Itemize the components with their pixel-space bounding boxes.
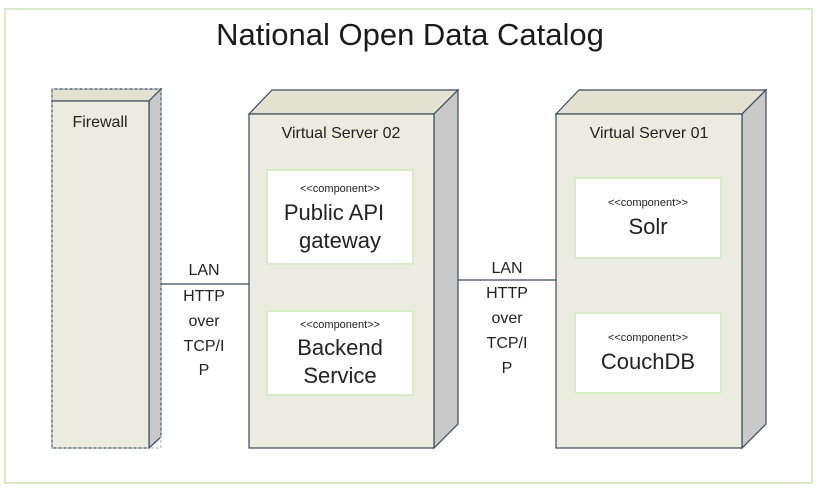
link-label-firewall-vs02: LAN HTTP over TCP/I P	[183, 262, 225, 379]
component-solr[interactable]: <<component>> Solr	[574, 177, 722, 259]
node-vs01-face	[555, 113, 743, 449]
link-label-line: P	[502, 360, 513, 377]
component-backend-service-box	[266, 310, 414, 396]
link-label-vs02-vs01: LAN HTTP over TCP/I P	[486, 260, 528, 377]
node-vs02-label: Virtual Server 02	[282, 125, 401, 142]
link-label-line: HTTP	[183, 288, 225, 305]
component-name-line: CouchDB	[601, 349, 695, 374]
node-vs01-top	[554, 89, 768, 115]
component-stereotype: <<component>>	[608, 332, 688, 344]
link-label-line: TCP/I	[184, 338, 225, 355]
component-public-api-gateway-box	[266, 169, 414, 265]
node-firewall-side	[148, 87, 162, 450]
component-backend-service[interactable]: <<component>> Backend Service	[266, 310, 414, 396]
component-name-line: Service	[303, 363, 376, 388]
node-vs02-face	[248, 113, 435, 449]
link-label-line: LAN	[491, 260, 522, 277]
component-public-api-gateway[interactable]: <<component>> Public API gateway	[266, 169, 414, 265]
component-solr-box	[574, 177, 722, 259]
node-vs01-label: Virtual Server 01	[590, 125, 709, 142]
component-stereotype: <<component>>	[300, 183, 380, 195]
node-vs01-side	[741, 88, 767, 450]
node-vs02-top	[247, 89, 460, 115]
node-firewall-top	[51, 88, 163, 102]
node-firewall-face	[51, 100, 150, 449]
link-label-line: TCP/I	[487, 335, 528, 352]
node-firewall-selection	[51, 88, 162, 449]
component-name-line: Backend	[297, 335, 383, 360]
node-firewall-label: Firewall	[72, 114, 127, 131]
link-label-line: HTTP	[486, 285, 528, 302]
component-couchdb[interactable]: <<component>> CouchDB	[574, 312, 722, 394]
diagram-frame	[4, 8, 813, 484]
node-virtual-server-02[interactable]: Virtual Server 02 <<component>> Public A…	[247, 88, 460, 450]
link-label-line: LAN	[188, 262, 219, 279]
component-stereotype: <<component>>	[608, 197, 688, 209]
link-label-line: over	[491, 310, 523, 327]
node-firewall[interactable]: Firewall	[51, 87, 163, 450]
component-name-line: gateway	[299, 228, 381, 253]
node-virtual-server-01[interactable]: Virtual Server 01 <<component>> Solr <<c…	[554, 88, 768, 450]
component-name-line: Public API	[284, 200, 384, 225]
component-couchdb-box	[574, 312, 722, 394]
diagram-title: National Open Data Catalog	[216, 17, 604, 52]
node-vs02-side	[433, 88, 459, 450]
link-label-line: P	[199, 362, 210, 379]
link-label-line: over	[188, 313, 220, 330]
component-name-line: Solr	[628, 214, 667, 239]
component-stereotype: <<component>>	[300, 319, 380, 331]
